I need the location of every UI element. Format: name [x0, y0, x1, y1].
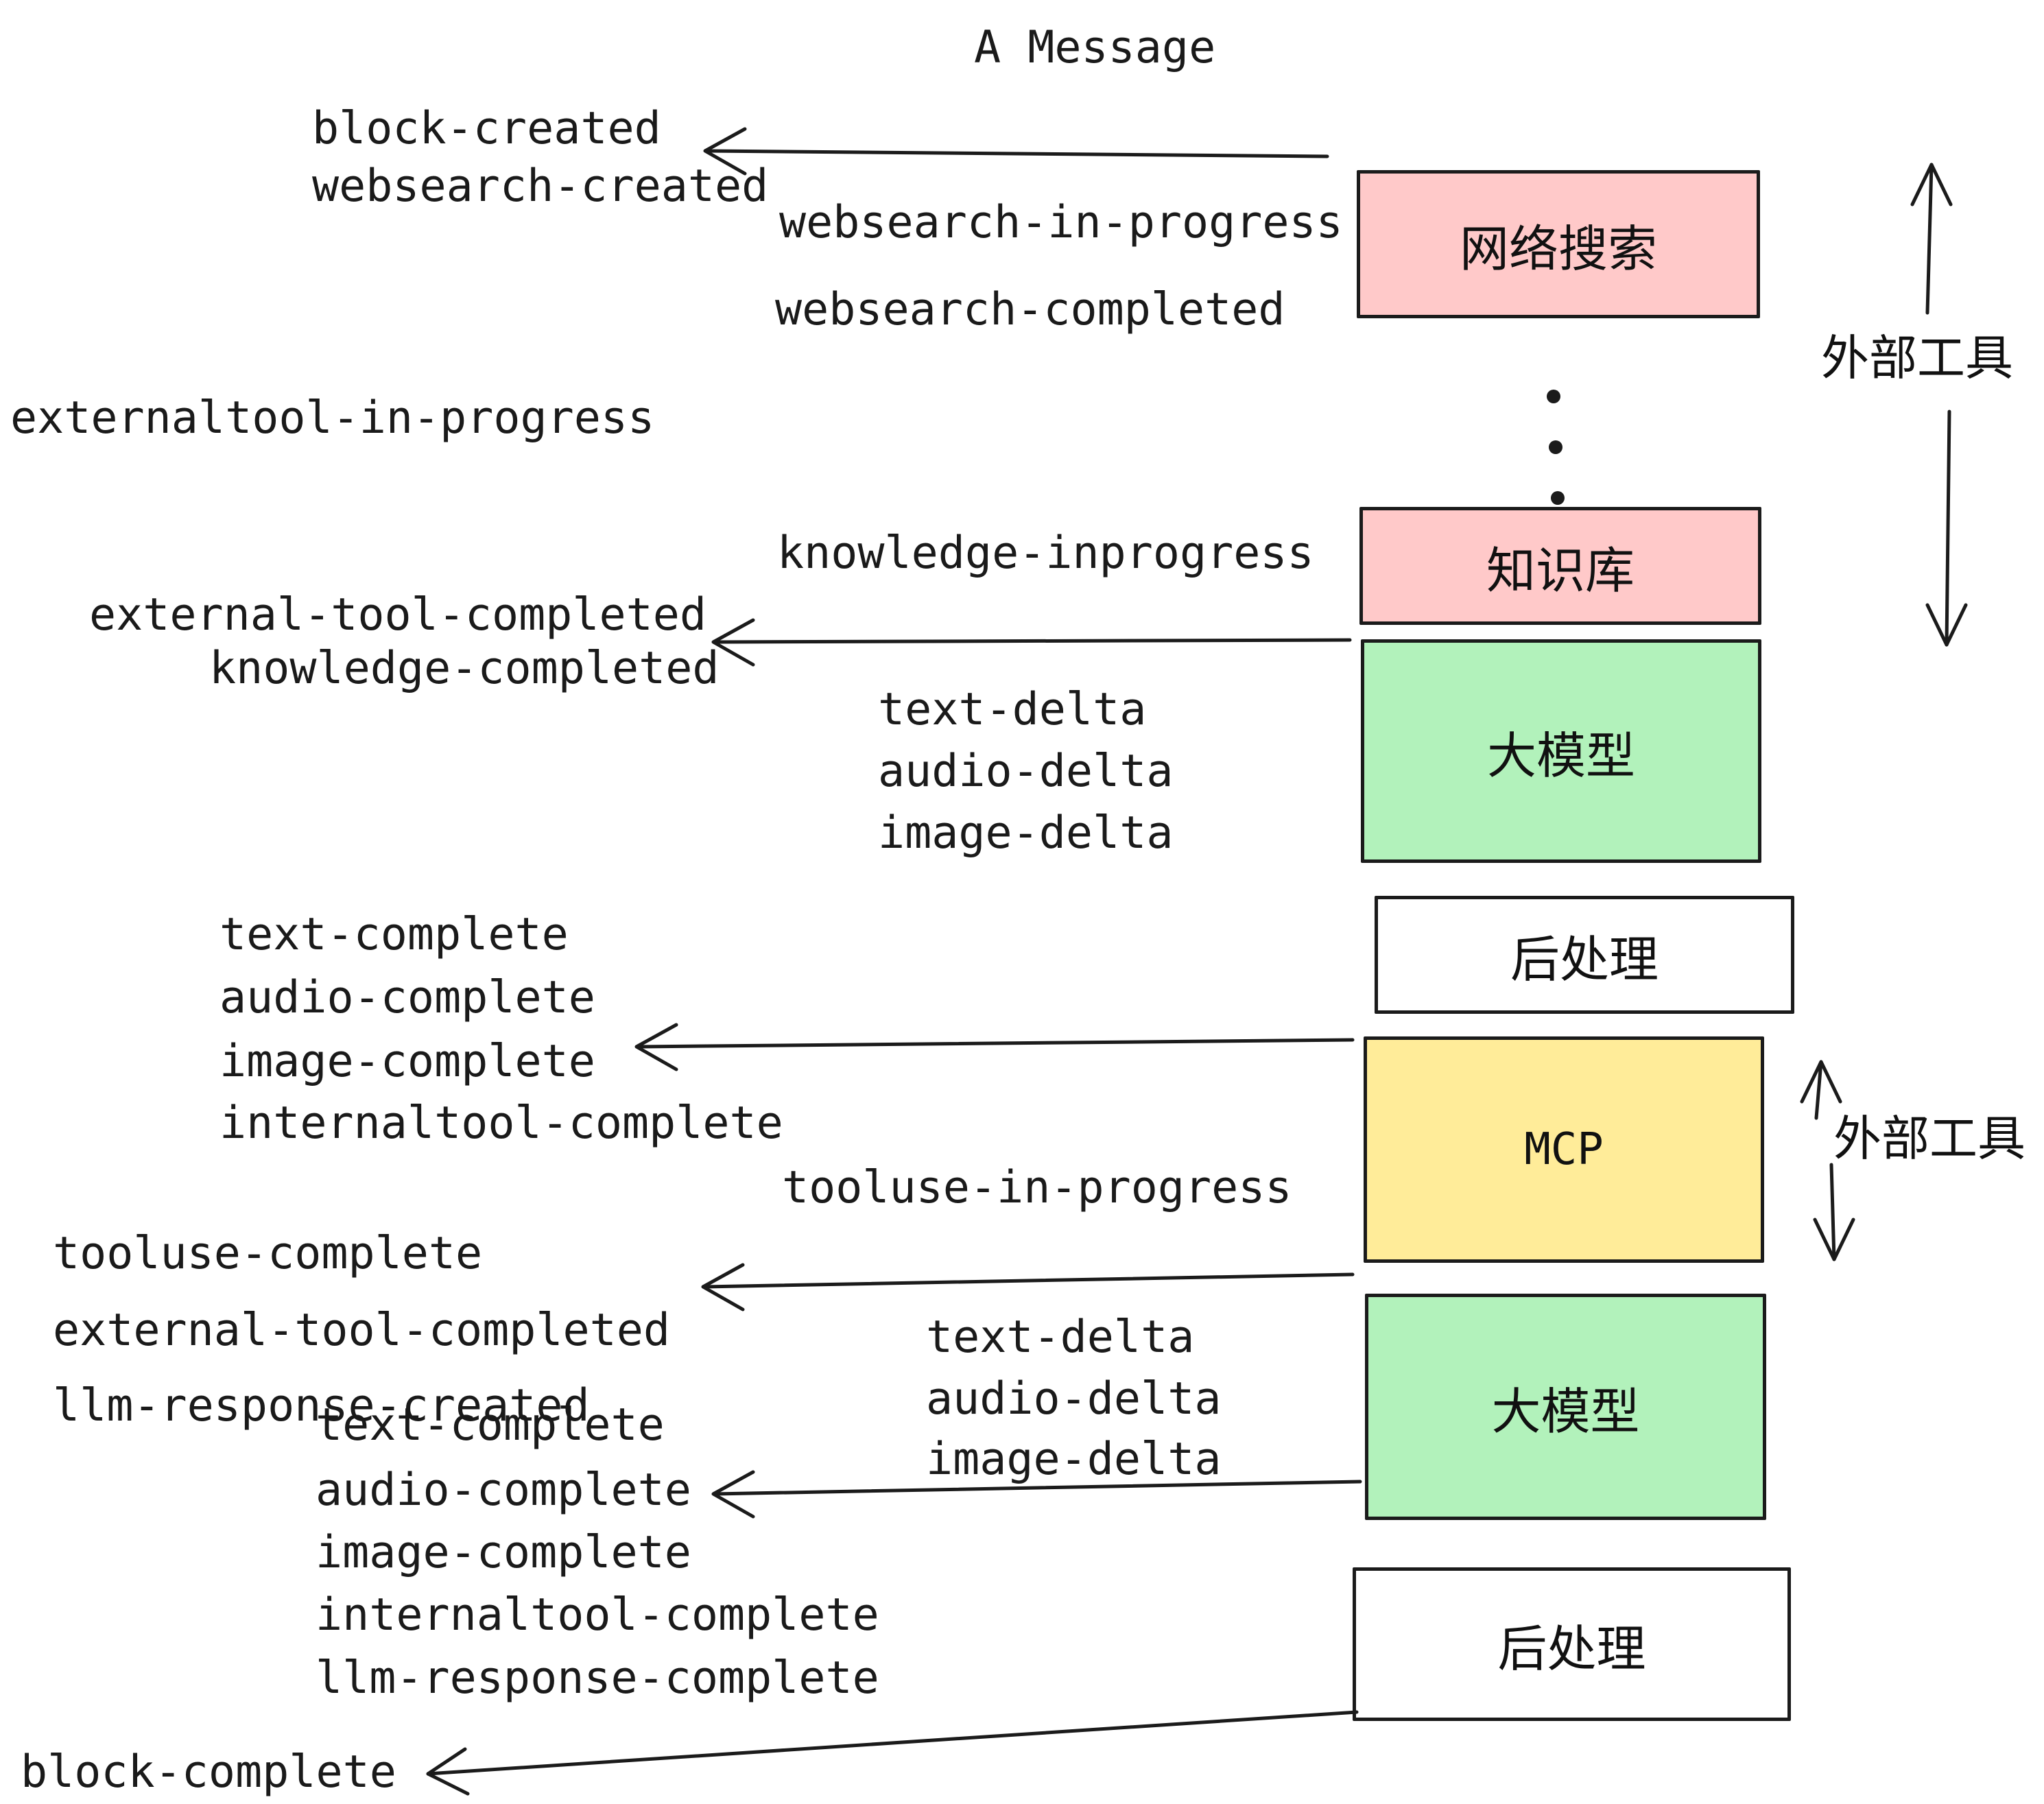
event-audio-delta-1: audio-delta: [878, 746, 1174, 797]
event-websearch-in-progress: websearch-in-progress: [779, 197, 1343, 248]
event-audio-complete-2: audio-complete: [316, 1464, 691, 1516]
arrow-external-tools-up-2-icon: [1800, 1060, 1842, 1120]
event-text-delta-1: text-delta: [878, 684, 1147, 735]
node-llm-1-label: 大模型: [1486, 726, 1635, 785]
event-internaltool-complete-2: internaltool-complete: [316, 1589, 879, 1641]
arrow-external-tools-down-1-icon: [1925, 410, 1968, 647]
event-knowledge-completed: knowledge-completed: [209, 643, 720, 694]
arrow-post2-to-block-complete-icon: [426, 1710, 1359, 1796]
event-llm-response-complete: llm-response-complete: [316, 1652, 879, 1704]
page-title: A Message: [974, 22, 1216, 73]
event-external-tool-completed-2: external-tool-completed: [53, 1305, 671, 1356]
event-llm-response-created: llm-response-created: [53, 1380, 590, 1432]
node-llm-2: 大模型: [1365, 1294, 1766, 1520]
ellipsis-dots-icon: [1547, 390, 1565, 505]
event-image-complete-1: image-complete: [219, 1036, 595, 1087]
event-tooluse-complete: tooluse-complete: [53, 1228, 483, 1279]
node-mcp: MCP: [1364, 1036, 1764, 1263]
node-websearch: 网络搜索: [1357, 170, 1760, 318]
node-post-process-1: 后处理: [1375, 896, 1794, 1014]
node-post-process-2-label: 后处理: [1497, 1619, 1646, 1678]
event-text-complete-2: text-complete: [316, 1399, 665, 1451]
arrow-mcp-to-tooluse-complete-icon: [701, 1263, 1355, 1312]
label-external-tools-1: 外部工具: [1821, 330, 2013, 386]
event-block-created: block-created: [312, 103, 661, 154]
event-tooluse-in-progress: tooluse-in-progress: [782, 1162, 1292, 1213]
event-websearch-created: websearch-created: [312, 161, 769, 212]
label-external-tools-2: 外部工具: [1833, 1111, 2025, 1167]
arrow-llm1-to-knowledge-completed-icon: [711, 618, 1352, 667]
event-image-delta-1: image-delta: [878, 807, 1174, 859]
event-image-complete-2: image-complete: [316, 1527, 691, 1578]
event-knowledge-inprogress: knowledge-inprogress: [777, 527, 1314, 579]
node-llm-2-label: 大模型: [1491, 1382, 1640, 1440]
arrow-external-tools-down-2-icon: [1813, 1163, 1855, 1261]
node-knowledge-base-label: 知识库: [1486, 541, 1635, 600]
event-text-complete-1: text-complete: [219, 909, 569, 960]
event-websearch-completed: websearch-completed: [775, 284, 1285, 335]
event-audio-complete-1: audio-complete: [219, 972, 595, 1023]
arrow-websearch-to-block-created-icon: [703, 127, 1329, 176]
node-websearch-label: 网络搜索: [1459, 219, 1657, 278]
event-text-delta-2: text-delta: [926, 1312, 1195, 1363]
event-block-complete: block-complete: [21, 1746, 396, 1798]
node-post-process-2: 后处理: [1353, 1567, 1791, 1721]
event-external-tool-completed-1: external-tool-completed: [89, 589, 707, 641]
arrow-external-tools-up-1-icon: [1910, 163, 1953, 315]
event-externaltool-in-progress: externaltool-in-progress: [10, 392, 655, 444]
node-llm-1: 大模型: [1361, 639, 1761, 863]
event-audio-delta-2: audio-delta: [926, 1373, 1222, 1425]
node-mcp-label: MCP: [1524, 1124, 1604, 1175]
event-image-delta-2: image-delta: [926, 1434, 1222, 1485]
event-internaltool-complete-1: internaltool-complete: [219, 1097, 783, 1149]
node-post-process-1-label: 后处理: [1510, 930, 1659, 988]
node-knowledge-base: 知识库: [1359, 507, 1761, 625]
arrow-mcp-to-image-complete-icon: [634, 1023, 1355, 1071]
